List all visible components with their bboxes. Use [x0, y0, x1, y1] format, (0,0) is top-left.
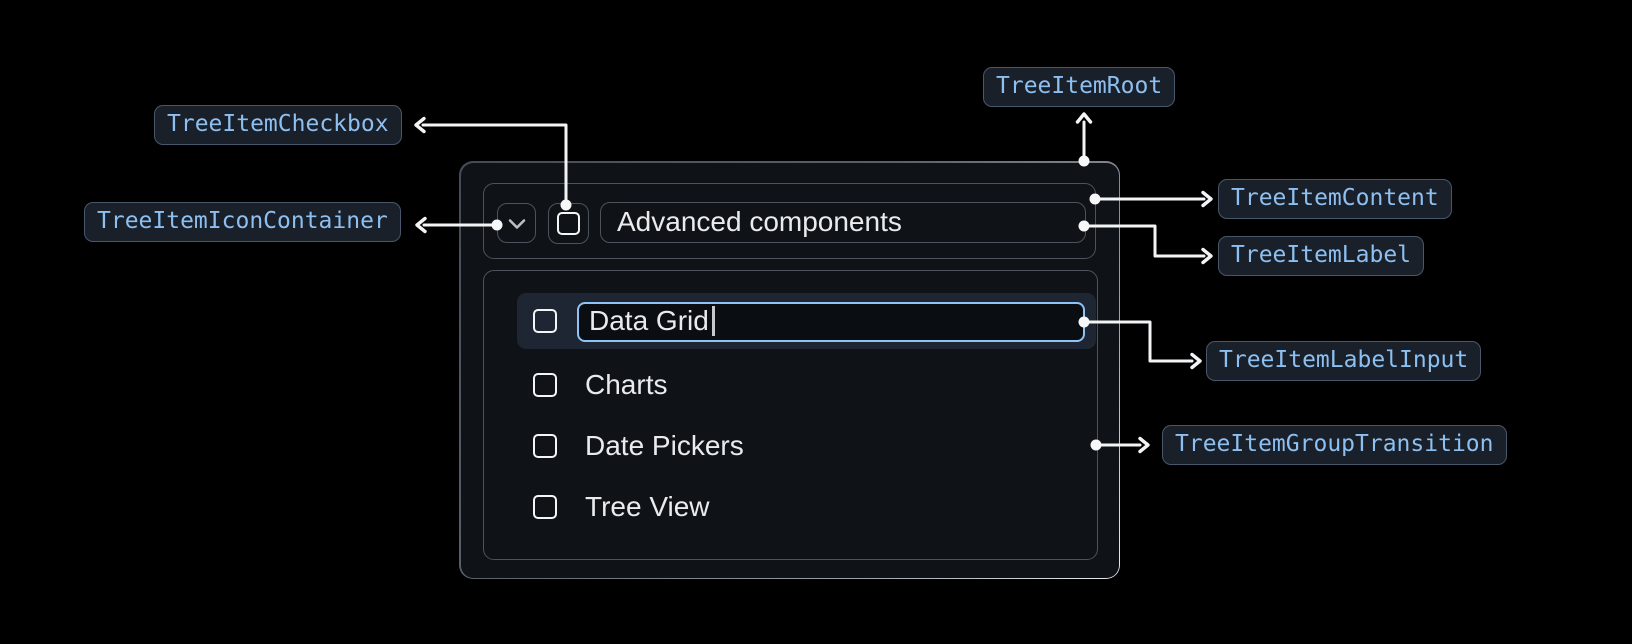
- arrow-right-icon: [1201, 190, 1213, 208]
- arrow-right-icon: [1190, 352, 1202, 370]
- tree-item-row-charts[interactable]: Charts: [533, 357, 667, 413]
- tree-item-label: Tree View: [585, 491, 710, 522]
- checkbox-unchecked-icon: [557, 212, 580, 235]
- annotation-tree-item-label: TreeItemLabel: [1218, 236, 1425, 276]
- arrow-left-icon: [414, 116, 426, 134]
- annotation-tree-item-checkbox: TreeItemCheckbox: [154, 105, 402, 145]
- annotation-tree-item-icon-container: TreeItemIconContainer: [84, 202, 401, 242]
- annotation-tree-item-root: TreeItemRoot: [983, 67, 1176, 107]
- tree-item-content[interactable]: [483, 183, 1096, 259]
- tree-item-group-transition: [483, 270, 1098, 560]
- tree-item-label-input[interactable]: [577, 302, 1085, 342]
- chevron-down-icon: [508, 219, 525, 229]
- checkbox-unchecked-icon[interactable]: [533, 373, 557, 397]
- checkbox-unchecked-icon[interactable]: [533, 434, 557, 458]
- tree-item-label: Advanced components: [600, 202, 1086, 243]
- checkbox-unchecked-icon[interactable]: [533, 495, 557, 519]
- arrow-right-icon: [1138, 436, 1150, 454]
- annotation-tree-item-label-input: TreeItemLabelInput: [1206, 341, 1482, 381]
- annotation-tree-item-group-transition: TreeItemGroupTransition: [1162, 425, 1507, 465]
- tree-item-icon-container[interactable]: [497, 203, 536, 243]
- parent-label-text: Advanced components: [617, 206, 902, 237]
- tree-item-row-data-grid[interactable]: [517, 293, 1096, 349]
- arrow-up-icon: [1075, 112, 1093, 124]
- arrow-right-icon: [1201, 247, 1213, 265]
- checkbox-unchecked-icon[interactable]: [533, 309, 557, 333]
- tree-item-root-surface: [460, 162, 1119, 578]
- tree-item-row-tree-view[interactable]: Tree View: [533, 479, 710, 535]
- text-cursor: [712, 306, 715, 336]
- annotation-tree-item-content: TreeItemContent: [1218, 179, 1452, 219]
- tree-item-label: Date Pickers: [585, 430, 744, 461]
- tree-item-label: Charts: [585, 369, 668, 400]
- tree-item-root: [459, 161, 1120, 579]
- tree-item-row-date-pickers[interactable]: Date Pickers: [533, 418, 744, 474]
- tree-item-checkbox[interactable]: [548, 203, 589, 244]
- arrow-left-icon: [415, 216, 427, 234]
